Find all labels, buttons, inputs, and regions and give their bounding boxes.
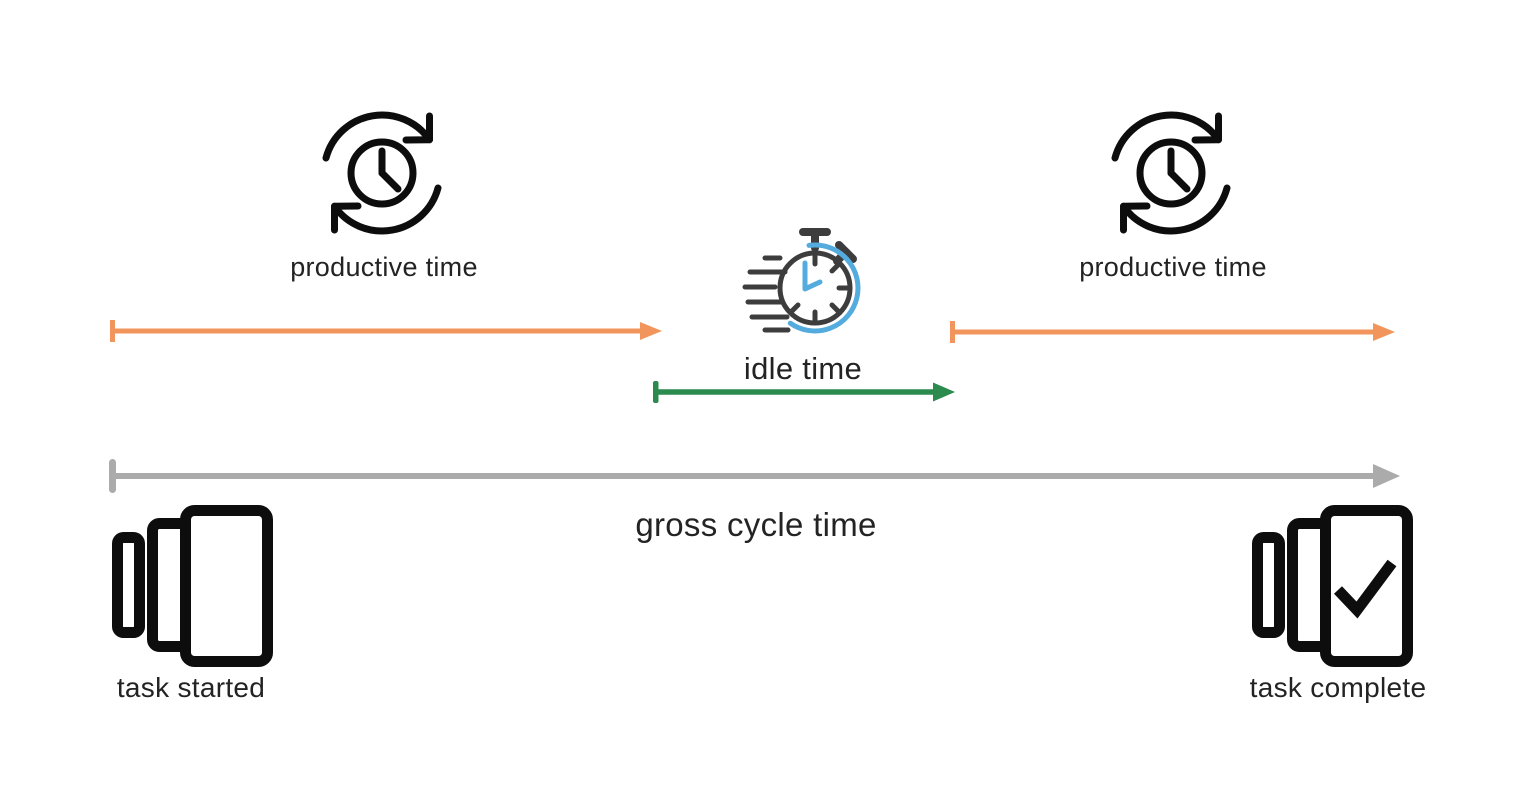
speed-stopwatch-icon bbox=[740, 222, 865, 347]
task-stack-check-icon bbox=[1249, 500, 1417, 668]
checkmark-icon bbox=[1334, 559, 1397, 619]
productive-time-label-left: productive time bbox=[290, 252, 478, 282]
productive-time-label-right: productive time bbox=[1079, 252, 1267, 282]
task-started-label: task started bbox=[116, 672, 266, 703]
recurring-clock-icon-left bbox=[314, 102, 454, 244]
idle-arrow bbox=[648, 372, 963, 412]
productive-arrow-right bbox=[945, 312, 1405, 352]
gross-cycle-time-label: gross cycle time bbox=[635, 506, 877, 543]
idle-time-label: idle time bbox=[743, 351, 863, 386]
task-complete-label: task complete bbox=[1249, 672, 1427, 703]
productive-arrow-left bbox=[105, 311, 665, 351]
task-stack-icon bbox=[109, 500, 277, 668]
recurring-clock-icon-right bbox=[1103, 102, 1243, 244]
gross-cycle-arrow bbox=[105, 452, 1410, 500]
